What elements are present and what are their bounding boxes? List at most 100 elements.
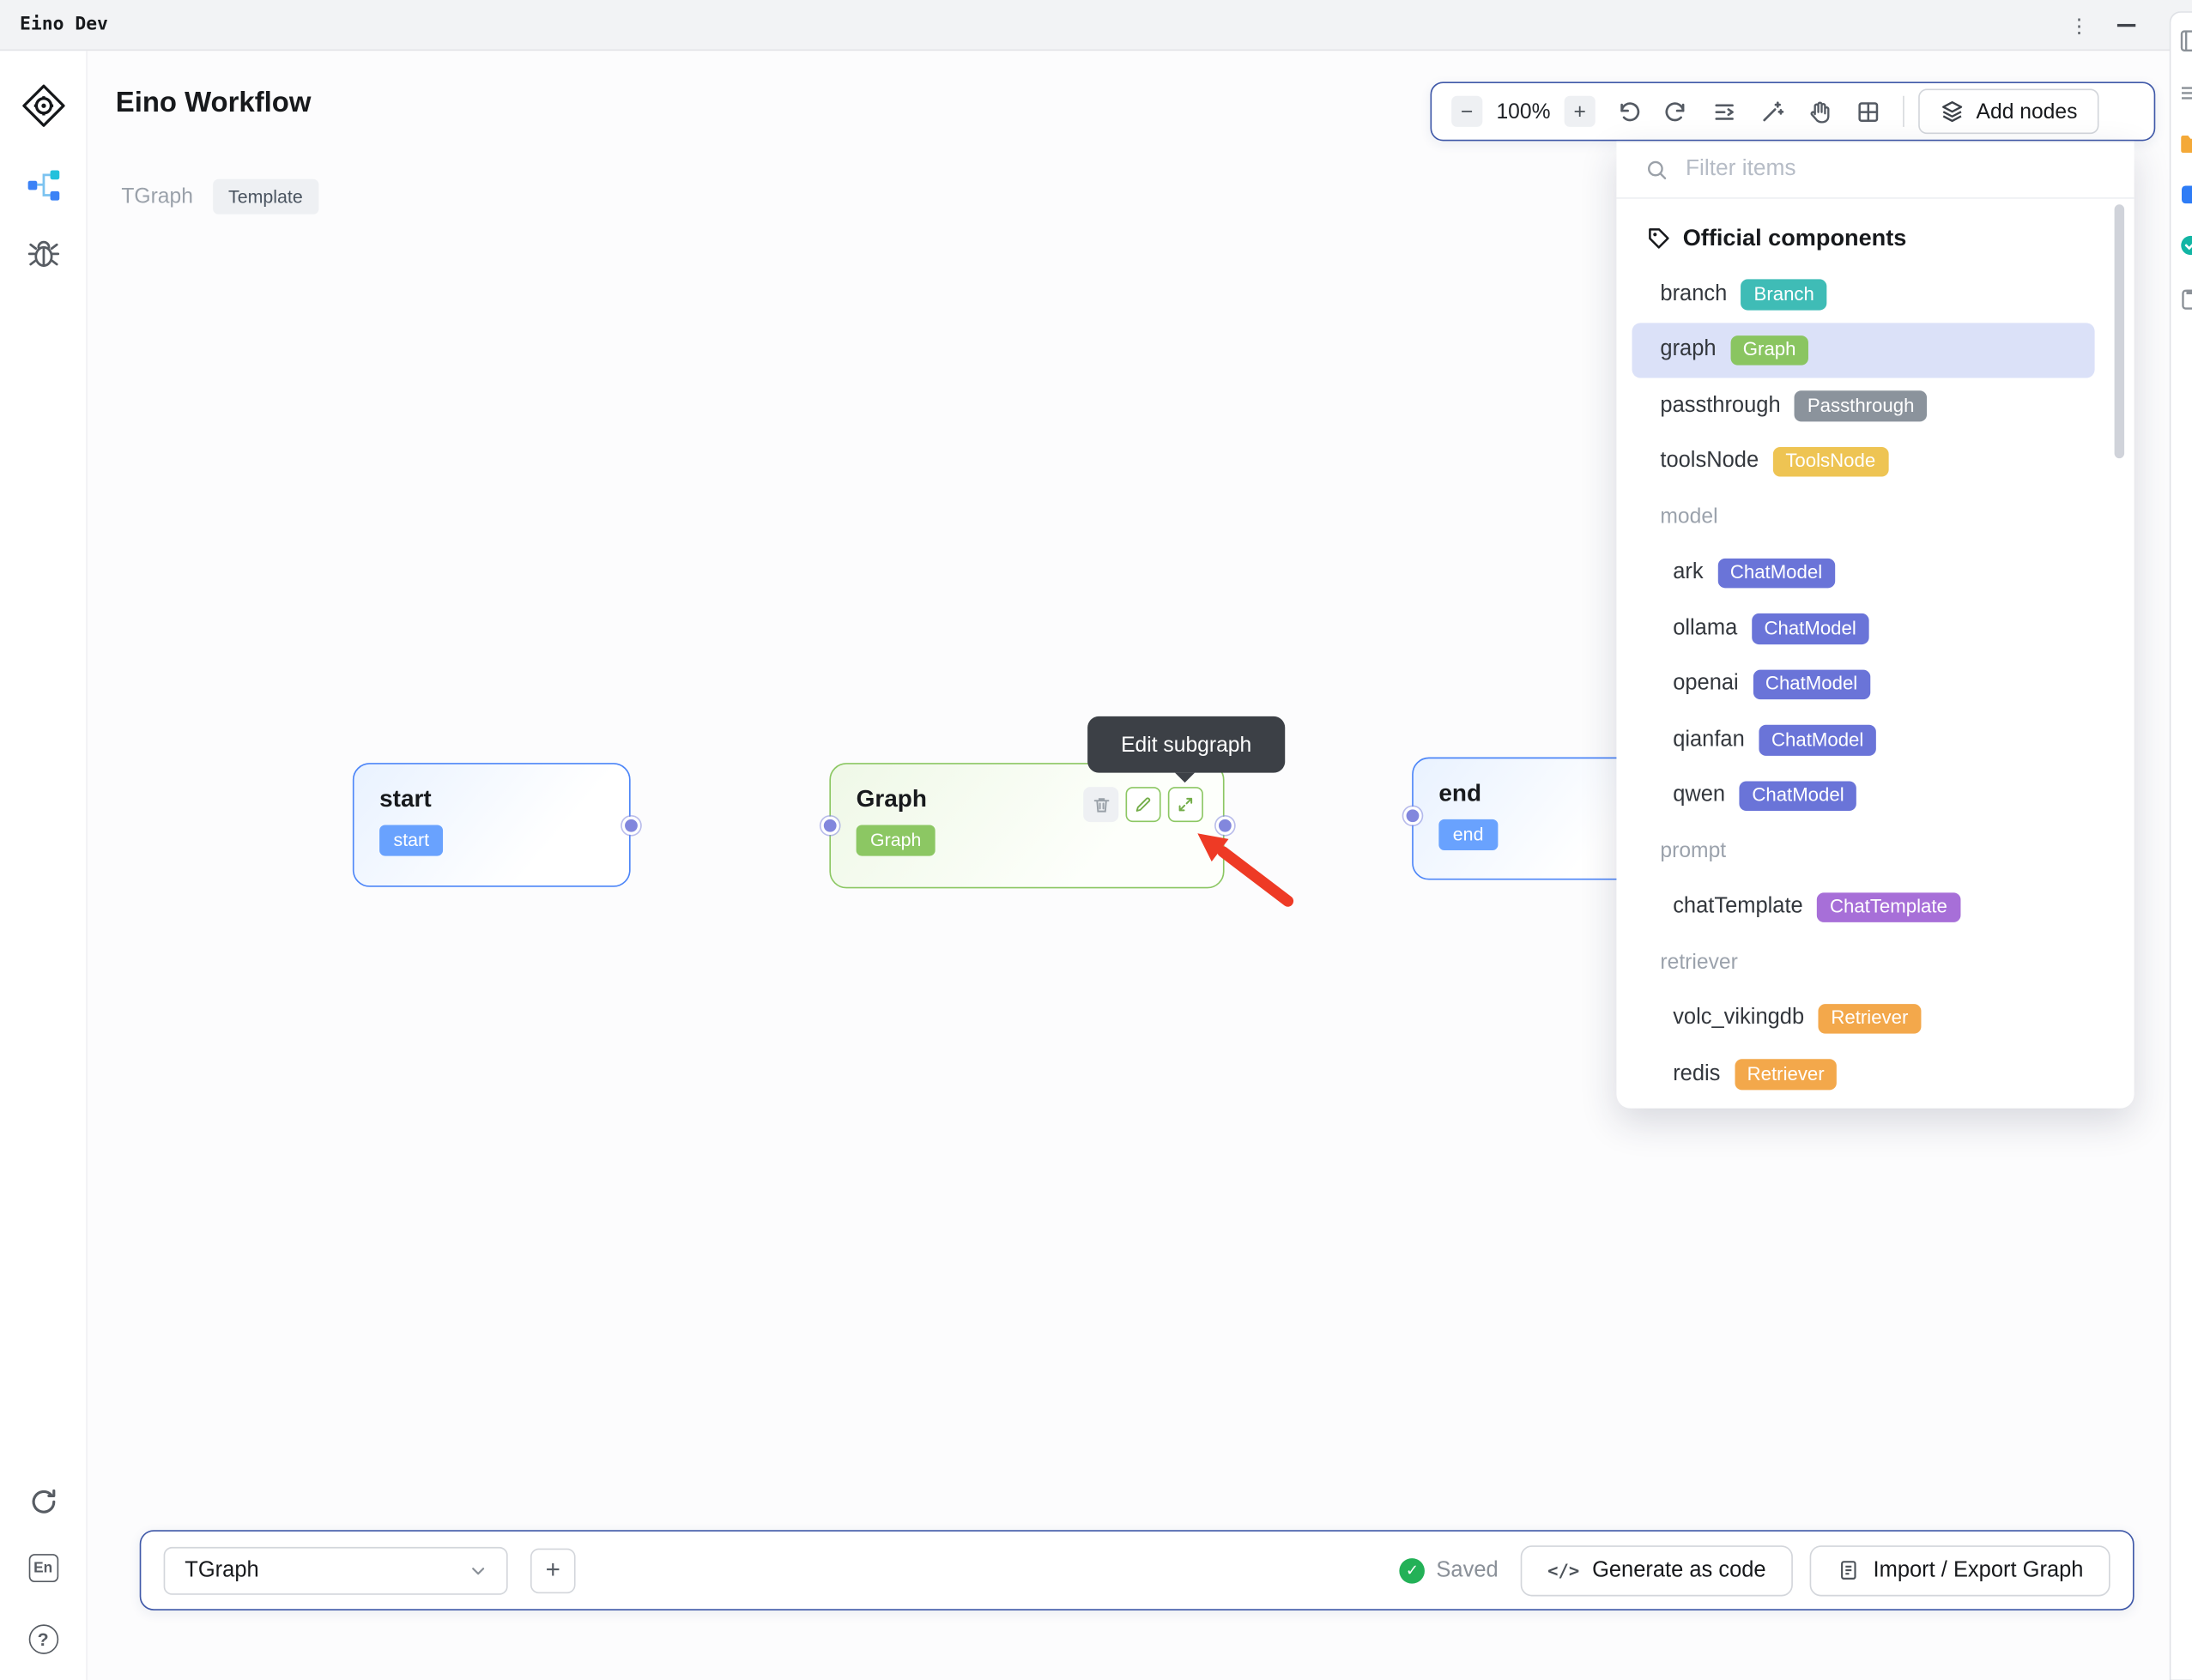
saved-label: Saved [1436,1557,1499,1582]
graph-select[interactable]: TGraph [163,1546,508,1594]
zoom-level: 100% [1496,99,1551,124]
generate-code-button[interactable]: </> Generate as code [1520,1544,1793,1596]
port-end-in[interactable] [1402,806,1421,825]
breadcrumb-graph-name[interactable]: TGraph [121,184,193,209]
component-name: qwen [1673,783,1726,807]
node-graph-title: Graph [856,785,927,813]
component-name: volc_vikingdb [1673,1006,1805,1030]
filter-input[interactable] [1685,156,2106,183]
redo-button[interactable] [1660,96,1691,127]
titlebar: Eino Dev ⋮ [0,0,2192,51]
magic-wand-button[interactable] [1756,96,1787,127]
undo-button[interactable] [1613,96,1644,127]
layers-icon [1942,101,1963,123]
component-item-qianfan[interactable]: qianfan ChatModel [1632,712,2095,768]
code-icon: </> [1547,1559,1580,1581]
port-graph-in[interactable] [820,816,839,835]
node-end-title: end [1438,779,1482,807]
component-name: passthrough [1660,393,1781,418]
zoom-in-button[interactable]: + [1564,95,1596,127]
hand-tool-button[interactable] [1804,96,1835,127]
help-button[interactable]: ? [27,1624,58,1654]
component-group-prompt: prompt [1660,839,1727,864]
component-item-qwen[interactable]: qwen ChatModel [1632,768,2095,824]
edge-icon-stack[interactable] [2178,81,2192,106]
canvas-toolbar: − 100% + [1430,82,2156,142]
component-type-badge: ChatTemplate [1817,891,1960,922]
document-icon [1841,1561,1856,1580]
component-name: openai [1673,671,1739,696]
delete-node-button[interactable] [1083,787,1119,823]
port-graph-out[interactable] [1214,816,1234,835]
workflow-tab-icon[interactable] [25,166,62,203]
component-type-badge: ToolsNode [1772,446,1888,477]
add-nodes-button[interactable]: Add nodes [1918,88,2099,135]
language-toggle[interactable]: En [27,1554,58,1583]
app-title: Eino Dev [20,14,108,36]
template-badge: Template [212,178,318,215]
component-item-openai[interactable]: openai ChatModel [1632,656,2095,712]
debug-tab-icon[interactable] [25,235,62,272]
component-type-badge: ChatModel [1753,668,1871,700]
search-icon [1648,160,1667,179]
graph-select-value: TGraph [185,1557,259,1582]
more-menu-icon[interactable]: ⋮ [2069,13,2090,36]
component-type-badge: Branch [1741,279,1827,310]
minimize-icon[interactable] [2116,23,2136,27]
eino-logo [19,82,67,130]
component-type-badge: Retriever [1734,1059,1838,1090]
component-item-ark[interactable]: ark ChatModel [1632,545,2095,601]
filter-row [1616,141,2134,199]
node-start-badge: start [379,825,444,856]
node-end-badge: end [1438,819,1498,851]
component-type-badge: ChatModel [1739,780,1857,812]
tag-icon [1649,228,1669,249]
edge-icon-clipboard[interactable] [2178,287,2192,312]
port-start-out[interactable] [621,815,640,835]
node-graph[interactable]: Graph Graph [829,763,1225,889]
minimap-button[interactable] [1852,96,1883,127]
add-graph-button[interactable]: + [530,1547,576,1593]
import-export-label: Import / Export Graph [1873,1557,2084,1582]
node-graph-badge: Graph [856,825,936,856]
edit-node-button[interactable] [1125,787,1161,823]
component-name: qianfan [1673,727,1745,752]
section-header: Official components [1616,210,2134,267]
titlebar-actions: ⋮ [2069,15,2172,34]
edge-icon-folder[interactable] [2178,131,2192,157]
import-export-button[interactable]: Import / Export Graph [1809,1544,2110,1596]
toolbar-divider [1903,95,1904,127]
expand-subgraph-button[interactable] [1167,787,1203,823]
refresh-icon[interactable] [26,1485,59,1519]
edge-icon-check[interactable] [2178,233,2192,258]
page-title: Eino Workflow [115,87,312,119]
component-type-badge: ChatModel [1717,558,1835,589]
node-start-title: start [379,785,432,813]
component-type-badge: ChatModel [1759,724,1877,756]
component-name: toolsNode [1660,449,1759,473]
bottom-bar: TGraph + ✓ Saved </> Generate as code Im… [139,1530,2134,1611]
edge-icon-bookmark[interactable] [2178,182,2192,208]
component-type-badge: Graph [1730,335,1809,366]
auto-layout-button[interactable] [1708,96,1739,127]
edit-subgraph-tooltip: Edit subgraph [1087,716,1286,783]
component-group-model: model [1660,505,1718,529]
zoom-out-button[interactable]: − [1451,95,1483,127]
component-item-toolsNode[interactable]: toolsNode ToolsNode [1632,433,2095,489]
generate-code-label: Generate as code [1592,1557,1766,1582]
right-rail [2169,11,2192,1680]
edge-icon-book[interactable] [2178,28,2192,54]
node-start[interactable]: start start [352,763,631,887]
component-name: ark [1673,559,1704,584]
panel-scrollbar[interactable] [2114,204,2125,459]
